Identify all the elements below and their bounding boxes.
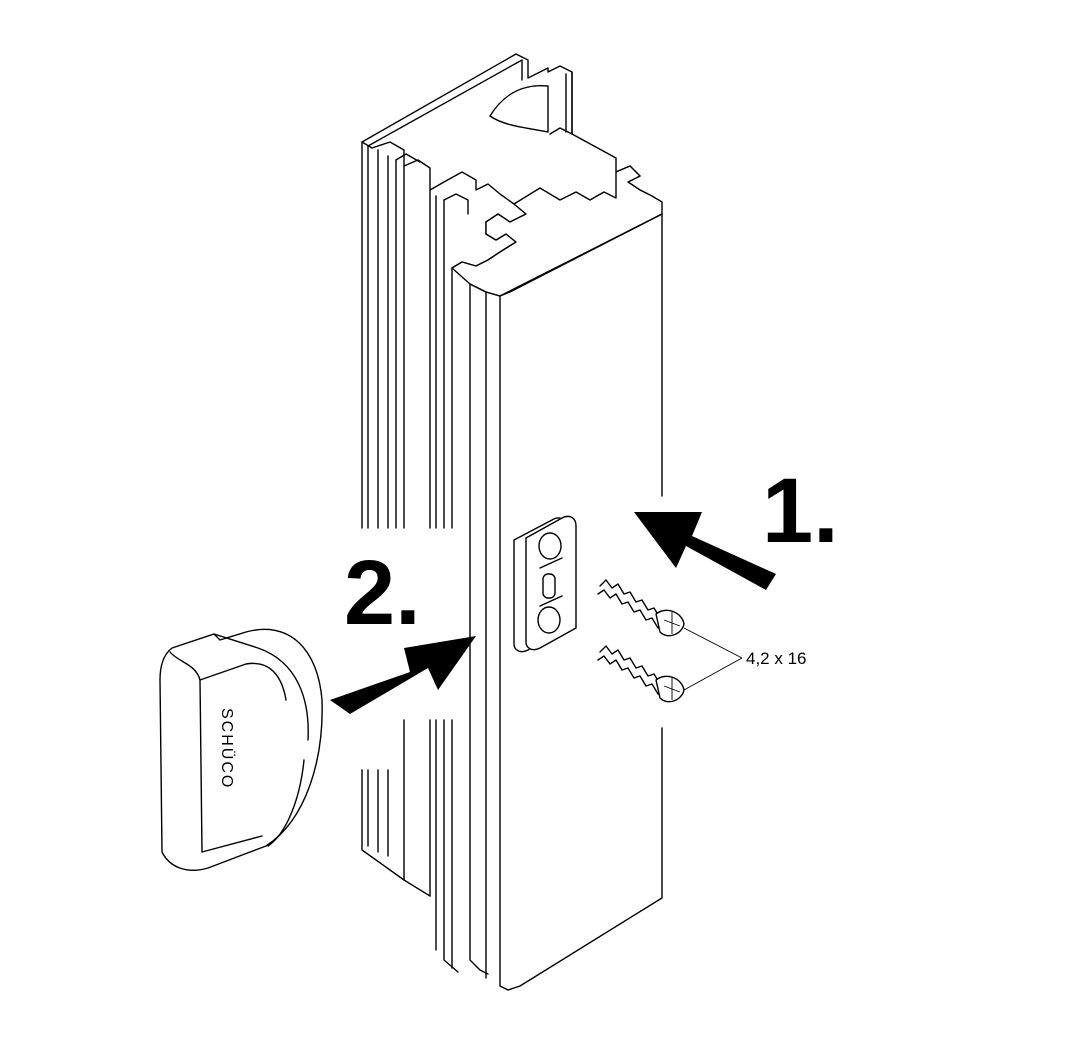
- arrow-step-1: [634, 512, 776, 590]
- front-profile-face: [451, 165, 663, 991]
- screw-lower: [597, 645, 685, 703]
- arrow-step-2: [330, 636, 476, 714]
- keeper-plate: [513, 515, 577, 653]
- screw-spec-leader: [683, 627, 743, 691]
- end-cap: SCHÜCO: [159, 628, 323, 871]
- step-2-label: 2.: [344, 542, 421, 644]
- screw-spec-label: 4,2 x 16: [746, 649, 807, 668]
- screw-upper: [597, 579, 685, 637]
- cap-brand-logo: SCHÜCO: [218, 708, 236, 789]
- step-1-label: 1.: [762, 460, 839, 562]
